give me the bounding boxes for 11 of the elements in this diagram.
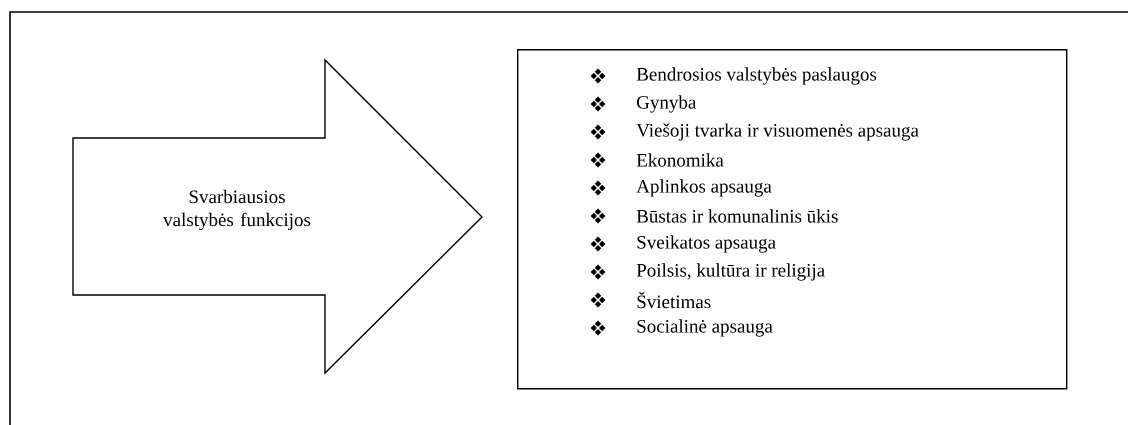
list-item: Viešoji tvarka ir visuomenės apsauga — [636, 123, 919, 141]
list-item: Socialinė apsauga — [637, 319, 773, 337]
list-item: Būstas ir komunalinis ūkis — [636, 209, 838, 223]
list-item: Ekonomika — [636, 153, 724, 167]
list-item: Poilsis, kultūra ir religija — [636, 263, 825, 281]
list-item: Švietimas — [637, 291, 711, 309]
list-item: Sveikatos apsauga — [637, 235, 776, 253]
list-box — [517, 49, 1068, 390]
list-item: Gynyba — [637, 95, 697, 113]
list-item: Aplinkos apsauga — [636, 179, 772, 197]
list-item: Bendrosios valstybės paslaugos — [636, 67, 877, 85]
